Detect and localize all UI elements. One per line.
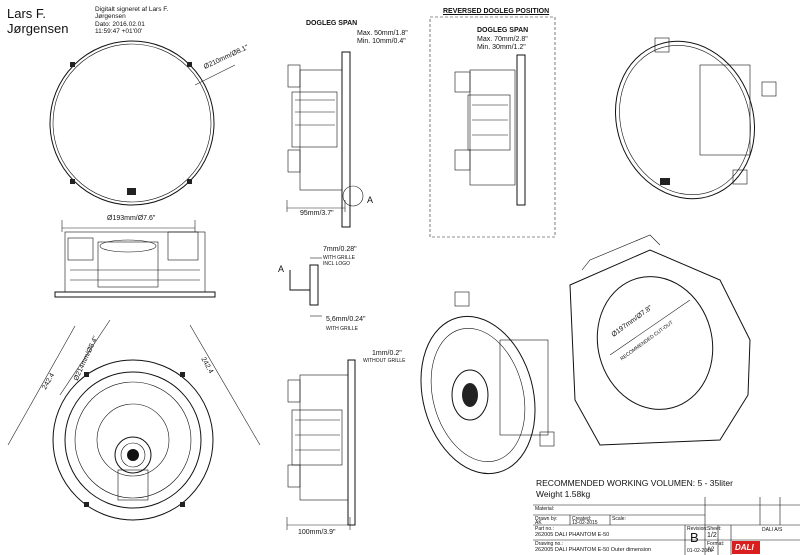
revision-value: B: [690, 530, 699, 545]
cutout-board: [569, 234, 751, 446]
front-view-circle: [49, 40, 236, 206]
signature-text: Digitalt signeret af Lars F. Jørgensen D…: [95, 6, 168, 36]
front-width-label: Ø193mm/Ø7.6": [107, 215, 156, 222]
scale-label: Scale:: [612, 516, 626, 522]
dogleg-title: DOGLEG SPAN: [306, 20, 358, 27]
isometric-view-bottom: [420, 291, 555, 475]
rev-dogleg-title: DOGLEG SPAN: [477, 27, 529, 34]
dogleg-max: Max. 50mm/1.8": [357, 30, 408, 37]
section-view-bottom: [286, 359, 356, 530]
detail-a: [289, 257, 322, 317]
signature-name: Lars F. Jørgensen: [7, 6, 68, 36]
detail-a-label: A: [278, 264, 285, 274]
signature-text-line2: Jørgensen: [95, 13, 126, 21]
weight-note: Weight 1.58kg: [536, 489, 591, 499]
depth-bottom-label: 100mm/3.9": [298, 529, 336, 536]
drawn-label: Drawn by:: [535, 516, 558, 522]
company-name: DALI A/S: [762, 527, 783, 533]
front-width-dimension: [61, 220, 196, 232]
format-label: Format:: [707, 541, 725, 547]
drawing-value: 262005 DALI PHANTOM E-50 Outer dimension: [535, 547, 652, 553]
revision-date: 01-02-2016: [687, 548, 713, 554]
revision-label: Revision:: [687, 526, 708, 532]
volume-note: RECOMMENDED WORKING VOLUMEN: 5 - 35liter: [536, 478, 733, 488]
detail-top-label: 7mm/0.28": [323, 246, 357, 253]
signature-text-line4: 11:59:47 +01'00': [95, 28, 143, 36]
depth-top-label: 95mm/3.7": [300, 210, 334, 217]
dali-logo: DALI: [732, 541, 760, 554]
bottom-right-top: 1mm/0.2": [372, 350, 402, 357]
reversed-title: REVERSED DOGLEG POSITION: [443, 8, 550, 15]
isometric-view-top: [614, 37, 777, 200]
signature-text-line1: Digitalt signeret af Lars F.: [95, 6, 169, 13]
drawn-value: AK: [535, 520, 542, 526]
created-value: 13-02-2015: [572, 520, 598, 526]
title-block-lines: [533, 497, 800, 555]
signature-name-line1: Lars F.: [7, 6, 47, 21]
reversed-dogleg-box: [429, 16, 556, 238]
front-view-grille: [7, 319, 261, 521]
created-label: Created:: [572, 516, 592, 522]
dogleg-min: Min. 10mm/0.4": [357, 38, 406, 45]
detail-bottom-sub: WITH GRILLE: [326, 326, 358, 332]
rev-max: Max. 70mm/2.8": [477, 36, 528, 43]
side-view: [54, 231, 216, 298]
signature-name-line2: Jørgensen: [7, 21, 69, 36]
signature-text-line3: Dato: 2016.02.01: [95, 20, 145, 28]
rev-min: Min. 30mm/1.2": [477, 44, 526, 51]
detail-top-sub1: WITH GRILLE: [323, 255, 355, 261]
drawing-label: Drawing no.:: [535, 541, 564, 547]
sheet-label: Sheet:: [707, 526, 722, 532]
material-label: Material:: [535, 506, 555, 512]
format-value: A2: [707, 547, 715, 553]
part-label: Part no.:: [535, 526, 554, 532]
section-view-top: [286, 51, 364, 228]
part-value: 262005 DALI PHANTOM E-50: [535, 532, 610, 538]
detail-bottom-label: 5,6mm/0.24": [326, 316, 366, 323]
bottom-right-sub: WITHOUT GRILLE: [363, 358, 406, 364]
detail-top-sub2: INCL LOGO: [323, 261, 351, 267]
marker-a: A: [367, 195, 374, 205]
dali-logo-text: DALI: [735, 543, 754, 552]
sheet-value: 1/2: [707, 532, 717, 539]
